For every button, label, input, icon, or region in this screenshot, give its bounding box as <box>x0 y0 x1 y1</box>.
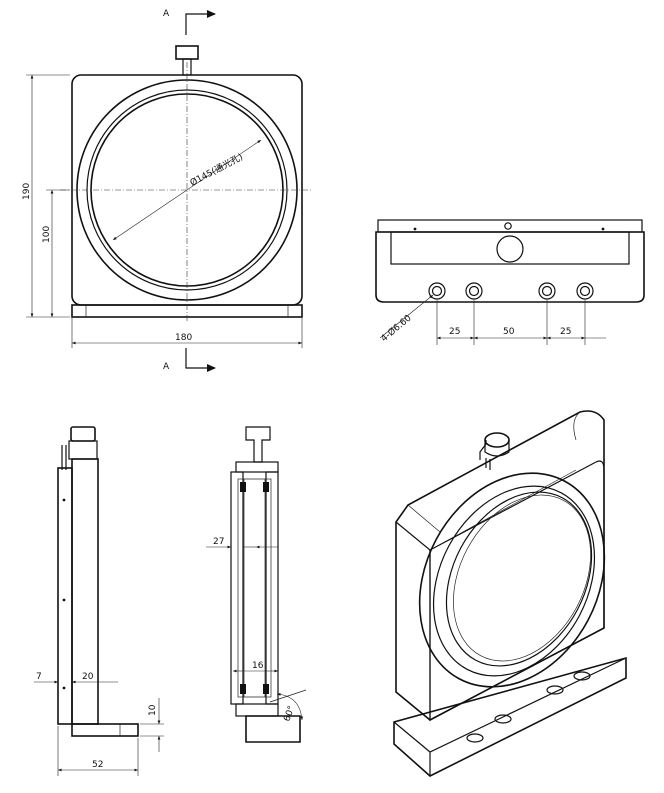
iso-knob <box>484 432 510 448</box>
iso-inner-ring <box>432 485 596 677</box>
dim-holes: 4-Ø6.60 <box>379 312 414 344</box>
aperture-diameter-label: Ø145(通光孔) <box>188 151 245 189</box>
dim-base-depth: 52 <box>92 760 103 770</box>
bottom-view: 4-Ø6.60 25 50 25 <box>375 219 645 345</box>
dim-width: 180 <box>175 333 192 343</box>
plate-slot <box>390 231 630 265</box>
section-mark-top: A <box>163 9 216 35</box>
dim-ring-width: 27 <box>213 537 224 547</box>
dim-inner-width: 16 <box>252 661 264 671</box>
section-right-wall <box>265 471 279 705</box>
dim-angle: 60° <box>282 705 297 723</box>
knob-hole <box>496 235 524 263</box>
section-top-clamp <box>235 461 279 473</box>
adjust-knob <box>175 45 199 60</box>
dim-pitch-mid: 50 <box>503 327 515 337</box>
section-letter-top: A <box>163 9 170 19</box>
dim-plate-thickness: 7 <box>36 672 42 682</box>
section-left-wall <box>230 471 244 705</box>
dim-pitch-right: 25 <box>560 327 571 337</box>
section-view: 27 16 60° <box>206 426 307 743</box>
side-knob <box>70 426 96 442</box>
iso-front-face <box>429 460 605 721</box>
front-view: A A Ø145(通光孔) 190 <box>22 9 312 372</box>
section-bottom-clamp <box>235 703 279 717</box>
dim-pitch-left: 25 <box>449 327 460 337</box>
iso-base <box>393 656 627 777</box>
dim-offset: 20 <box>82 672 94 682</box>
section-mark-bottom: A <box>163 348 216 372</box>
section-knob <box>245 426 271 463</box>
base-body <box>375 231 645 303</box>
side-view: 7 20 10 52 <box>34 426 164 776</box>
isometric-view <box>393 410 627 777</box>
dim-base-thickness: 10 <box>148 704 158 716</box>
mounting-holes <box>428 282 594 300</box>
dim-center-height: 100 <box>42 226 52 243</box>
iso-plate <box>395 410 605 721</box>
dim-total-height: 190 <box>22 183 32 200</box>
iso-aperture <box>445 491 593 667</box>
iso-outer-ring <box>418 472 606 688</box>
side-knob-stem <box>68 440 98 460</box>
side-base <box>71 723 139 737</box>
side-body <box>71 458 99 725</box>
section-letter-bottom: A <box>163 362 170 372</box>
side-front-plate <box>57 467 73 725</box>
